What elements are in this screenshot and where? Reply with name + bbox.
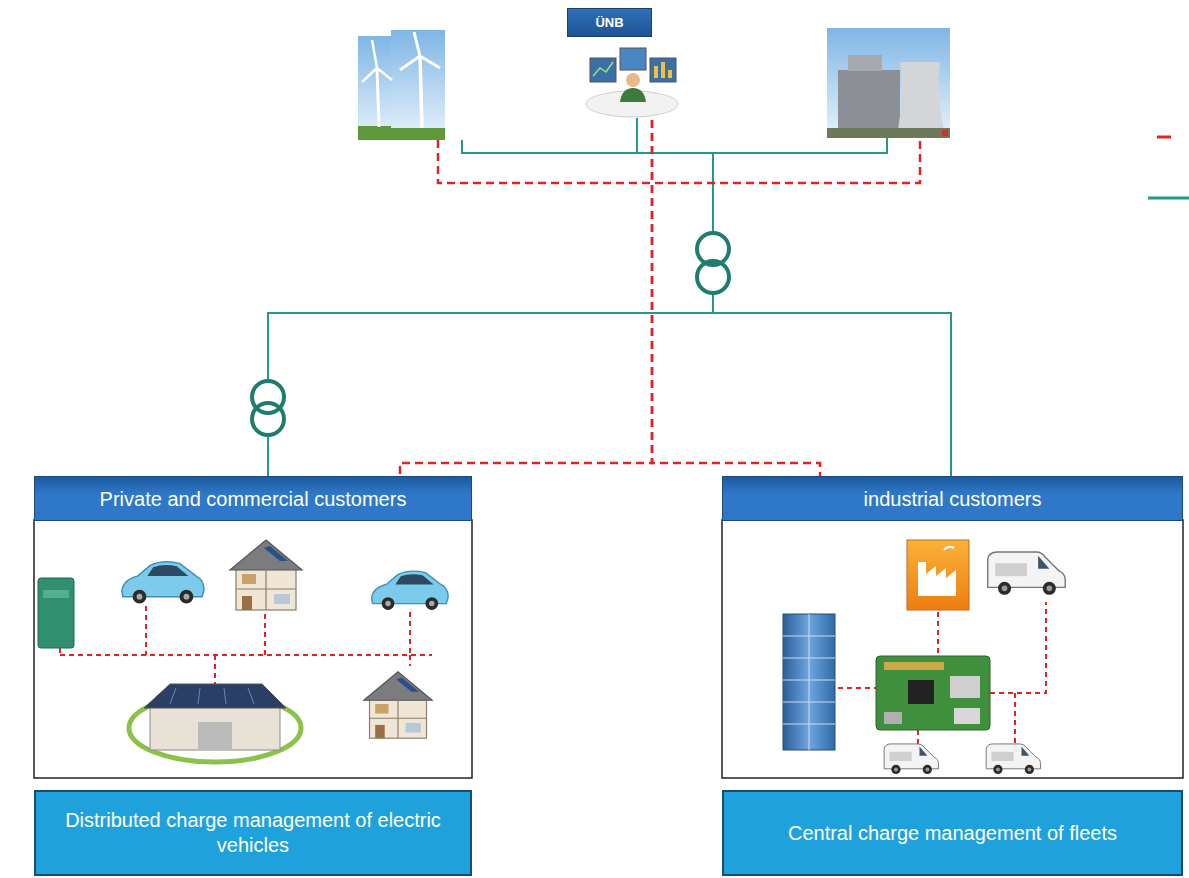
management-box: Central charge management of fleets <box>722 790 1183 876</box>
operator-node: ÜNB <box>567 8 682 120</box>
control-connector <box>400 120 652 476</box>
node-label: industrial customers <box>864 487 1042 511</box>
node-label: Private and commercial customers <box>100 487 407 511</box>
customer-group-header: industrial customers <box>722 476 1183 521</box>
node-label: Distributed charge management of electri… <box>50 808 456 858</box>
node-label: Central charge management of fleets <box>788 821 1117 846</box>
control-connector <box>652 120 820 476</box>
customer-group-header: Private and commercial customers <box>34 476 472 521</box>
management-box: Distributed charge management of electri… <box>34 790 472 876</box>
operator-label: ÜNB <box>567 8 652 37</box>
